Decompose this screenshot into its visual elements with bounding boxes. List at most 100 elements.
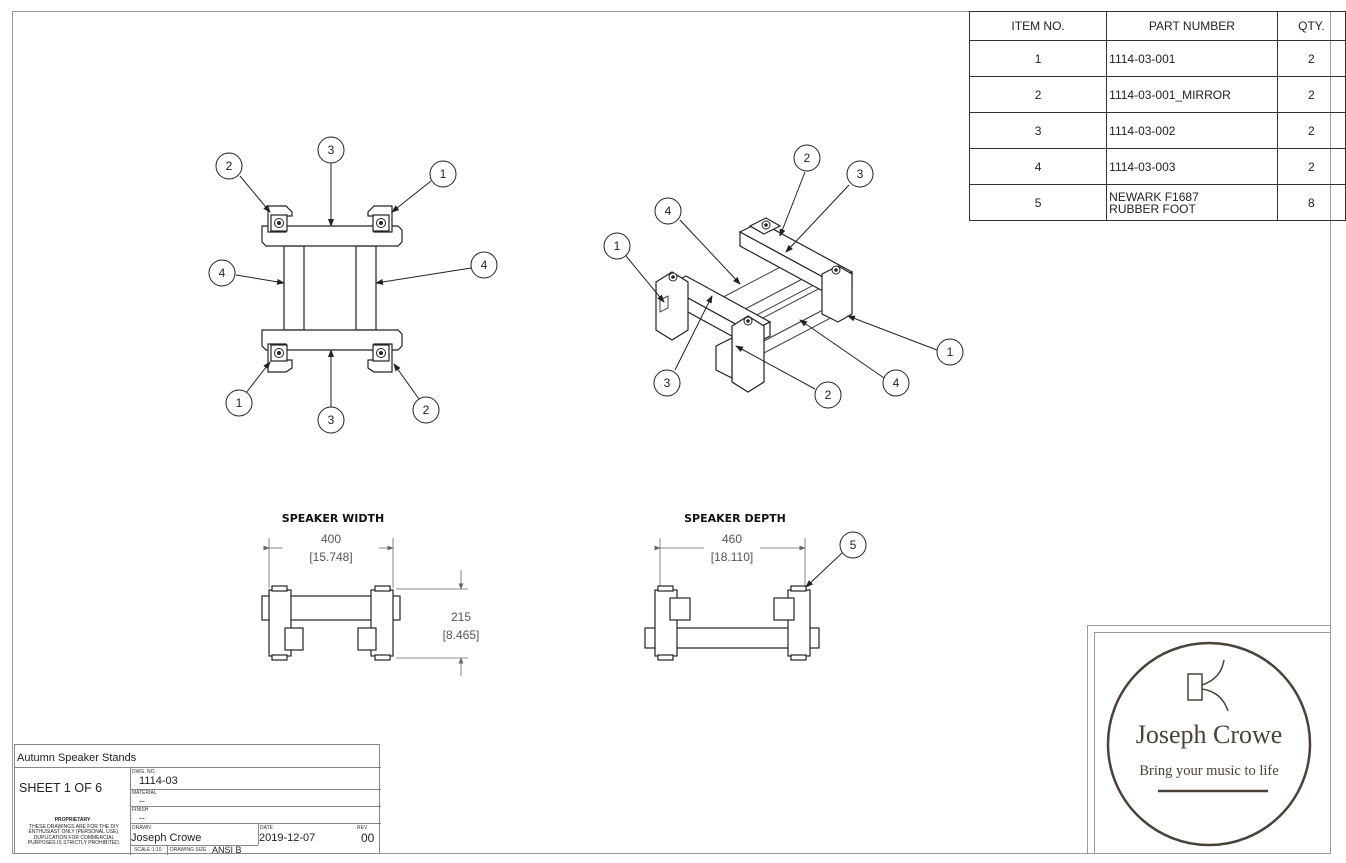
- sheet-border: [12, 11, 1331, 854]
- proprietary-notice: THESE DRAWINGS ARE FOR THE DIY ENTHUSIAS…: [27, 824, 121, 847]
- drawn-by: Joseph Crowe: [131, 832, 202, 844]
- svg-text:4: 4: [481, 258, 488, 272]
- bom-part-line2: RUBBER FOOT: [1109, 201, 1196, 216]
- sheet-number: SHEET 1 OF 6: [19, 781, 103, 795]
- svg-text:5: 5: [850, 538, 857, 552]
- svg-text:1: 1: [236, 396, 243, 410]
- dwg-no-label: DWG. NO.: [132, 769, 156, 775]
- title-block: Autumn Speaker Stands SHEET 1 OF 6 PROPR…: [14, 744, 381, 855]
- svg-text:4: 4: [219, 266, 226, 280]
- date-label: DATE: [260, 825, 273, 831]
- crossbar-bottom: [261, 329, 403, 351]
- balloon-top-1: 2: [215, 152, 243, 180]
- svg-text:3: 3: [328, 413, 335, 427]
- svg-text:1: 1: [947, 345, 954, 359]
- finish-value: --: [139, 813, 145, 823]
- finish-label: FINISH: [132, 807, 149, 813]
- bom-item: 5: [968, 184, 1108, 221]
- bom-qty: 2: [1276, 40, 1346, 77]
- balloon-top-6: 1: [225, 389, 253, 417]
- balloon-top-7: 3: [317, 406, 345, 434]
- balloon-depth-5: 5: [839, 531, 867, 559]
- bom-part-line1: NEWARK F1687: [1109, 189, 1199, 204]
- speaker-icon: [1187, 659, 1229, 712]
- bom-qty: 2: [1276, 76, 1346, 113]
- logo-frame: [1087, 625, 1331, 854]
- proprietary-heading: PROPRIETARY: [54, 817, 91, 823]
- svg-text:2: 2: [226, 159, 233, 173]
- svg-text:4: 4: [893, 376, 900, 390]
- svg-text:3: 3: [857, 167, 864, 181]
- balloon-top-5: 4: [470, 251, 498, 279]
- bom-part: NEWARK F1687 RUBBER FOOT: [1106, 184, 1278, 221]
- svg-text:1: 1: [614, 239, 621, 253]
- depth-dim-mm: 460: [722, 532, 742, 546]
- balloon-top-3: 1: [429, 160, 457, 188]
- balloon-iso-4: 1: [603, 232, 631, 260]
- svg-text:2: 2: [804, 151, 811, 165]
- svg-text:2: 2: [825, 388, 832, 402]
- rev-value: 00: [361, 831, 375, 845]
- logo-name: Joseph Crowe: [1135, 720, 1283, 749]
- height-dim-mm: 215: [451, 610, 471, 624]
- isometric-view: 2 3 4 1 1 3 2 4: [603, 144, 964, 409]
- drawing-size-label: DRAWING SIZE: [170, 847, 207, 853]
- bom-part: 1114-03-003: [1106, 148, 1278, 185]
- table-row: 2 1114-03-001_MIRROR 2: [968, 76, 1346, 113]
- rev-label: REV: [357, 825, 368, 831]
- svg-text:2: 2: [423, 403, 430, 417]
- dwg-no: 1114-03: [139, 775, 178, 787]
- bom-qty: 2: [1276, 112, 1346, 149]
- balloon-iso-2: 3: [846, 160, 874, 188]
- logo-inner-frame: [1094, 632, 1331, 854]
- project-title: Autumn Speaker Stands: [17, 752, 137, 764]
- svg-text:4: 4: [665, 204, 672, 218]
- rail-right: [355, 245, 377, 331]
- bom-item: 1: [968, 40, 1108, 77]
- bom-item: 4: [968, 148, 1108, 185]
- svg-text:1: 1: [440, 167, 447, 181]
- depth-dim-in: [18.110]: [711, 550, 753, 564]
- bill-of-materials: ITEM NO. PART NUMBER QTY. 1 1114-03-001 …: [968, 11, 1346, 221]
- date-value: 2019-12-07: [259, 832, 316, 844]
- balloon-iso-5: 1: [936, 338, 964, 366]
- bom-header-qty: QTY.: [1276, 11, 1346, 41]
- logo-emblem: [1106, 641, 1312, 847]
- rail-left: [283, 245, 305, 331]
- balloon-iso-6: 3: [653, 369, 681, 397]
- table-row: 5 NEWARK F1687 RUBBER FOOT 8: [968, 184, 1346, 221]
- bom-header-item: ITEM NO.: [968, 11, 1108, 41]
- bom-part: 1114-03-002: [1106, 112, 1278, 149]
- table-row: 3 1114-03-002 2: [968, 112, 1346, 149]
- drawing-size-value: ANSI B: [212, 845, 242, 855]
- svg-text:3: 3: [664, 376, 671, 390]
- bom-header-row: ITEM NO. PART NUMBER QTY.: [968, 11, 1346, 41]
- balloon-iso-3: 4: [654, 197, 682, 225]
- bom-item: 2: [968, 76, 1108, 113]
- balloon-iso-1: 2: [793, 144, 821, 172]
- speaker-depth-title: SPEAKER DEPTH: [684, 512, 786, 525]
- bom-part: 1114-03-001: [1106, 40, 1278, 77]
- table-row: 4 1114-03-003 2: [968, 148, 1346, 185]
- bom-part: 1114-03-001_MIRROR: [1106, 76, 1278, 113]
- bom-header-part: PART NUMBER: [1106, 11, 1278, 41]
- logo-tagline: Bring your music to life: [1139, 763, 1279, 779]
- width-dim-in: [15.748]: [309, 550, 352, 564]
- balloon-iso-8: 4: [882, 369, 910, 397]
- crossbar-top: [261, 225, 403, 247]
- speaker-depth-view: SPEAKER DEPTH 460 [18.110] 5: [644, 512, 867, 661]
- bom-item: 3: [968, 112, 1108, 149]
- scale-value: SCALE:1:10: [134, 847, 162, 853]
- height-dim-in: [8.465]: [443, 628, 480, 642]
- bom-qty: 8: [1276, 184, 1346, 221]
- speaker-width-title: SPEAKER WIDTH: [282, 512, 384, 525]
- svg-text:3: 3: [328, 143, 335, 157]
- balloon-iso-7: 2: [814, 381, 842, 409]
- material-value: --: [139, 796, 145, 806]
- balloon-top-8: 2: [412, 396, 440, 424]
- table-row: 1 1114-03-001 2: [968, 40, 1346, 77]
- bom-qty: 2: [1276, 148, 1346, 185]
- width-dim-mm: 400: [321, 532, 341, 546]
- speaker-width-view: SPEAKER WIDTH 400 [15.748] 215 [8.465]: [261, 512, 480, 676]
